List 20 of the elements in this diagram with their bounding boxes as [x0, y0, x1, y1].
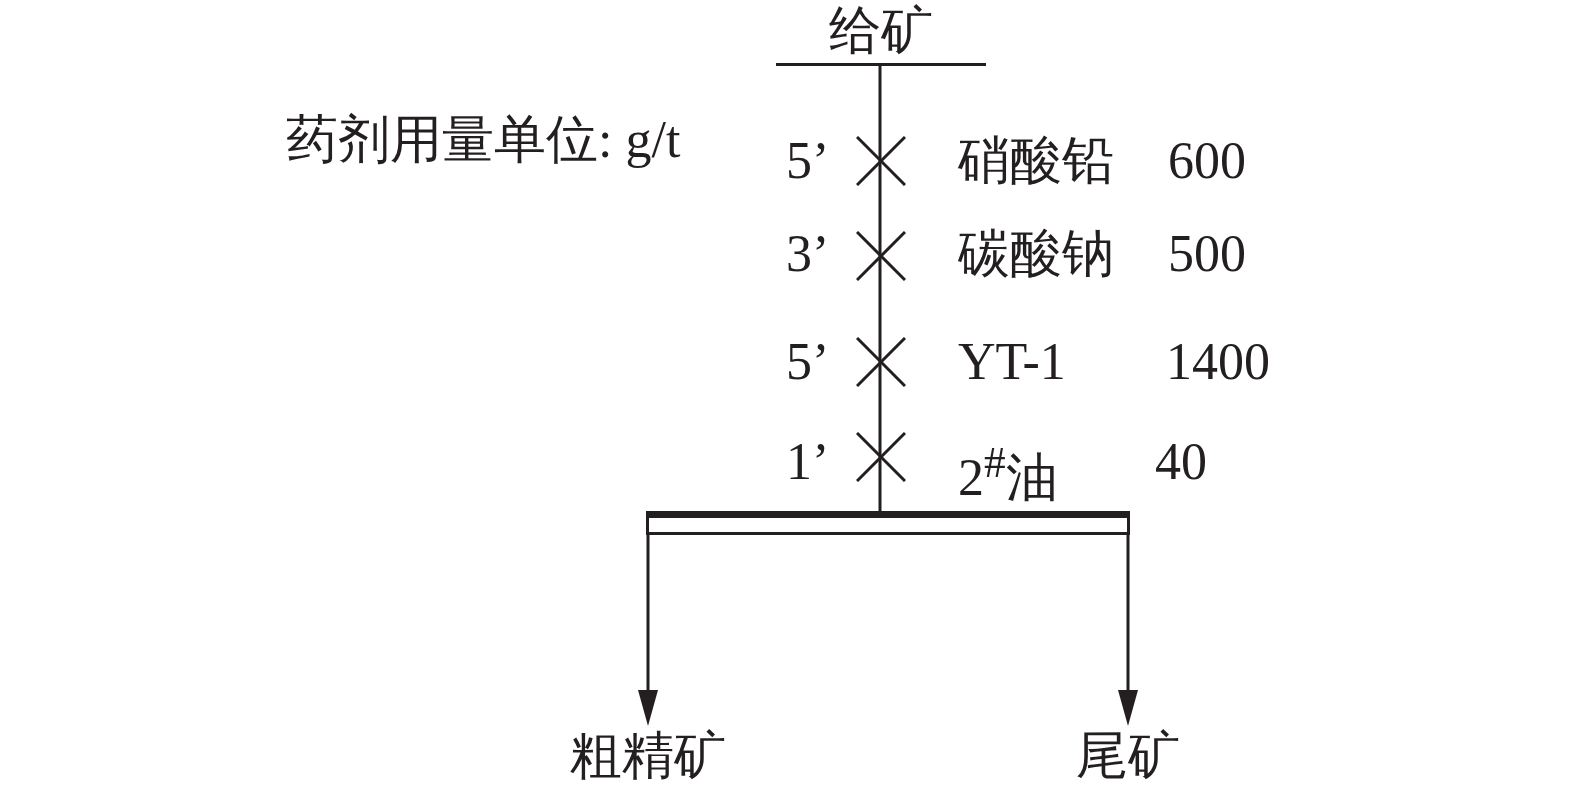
dosage-label: 40 [1155, 434, 1207, 490]
time-label: 5’ [786, 133, 830, 189]
dosage-label: 500 [1168, 226, 1246, 282]
time-label: 5’ [786, 334, 830, 390]
reagent-label: 碳酸钠 [958, 226, 1114, 282]
dosage-label: 600 [1168, 133, 1246, 189]
dosage-label: 1400 [1166, 334, 1270, 390]
reagent-label: 硝酸铅 [958, 133, 1114, 189]
product-label: 粗精矿 [570, 726, 726, 786]
flotation-cell-bar [646, 511, 1130, 535]
time-label: 3’ [786, 226, 830, 282]
flow-line [878, 66, 882, 511]
unit-note: 药剂用量单位: g/t [286, 112, 681, 168]
product-label: 尾矿 [1076, 726, 1180, 786]
arrow [1118, 535, 1138, 726]
feed-label: 给矿 [776, 0, 986, 66]
reagent-label: 2$^{#}$油 [958, 437, 1058, 507]
time-label: 1’ [786, 434, 830, 490]
reagent-label: YT-1 [958, 334, 1066, 390]
arrow [638, 535, 658, 726]
